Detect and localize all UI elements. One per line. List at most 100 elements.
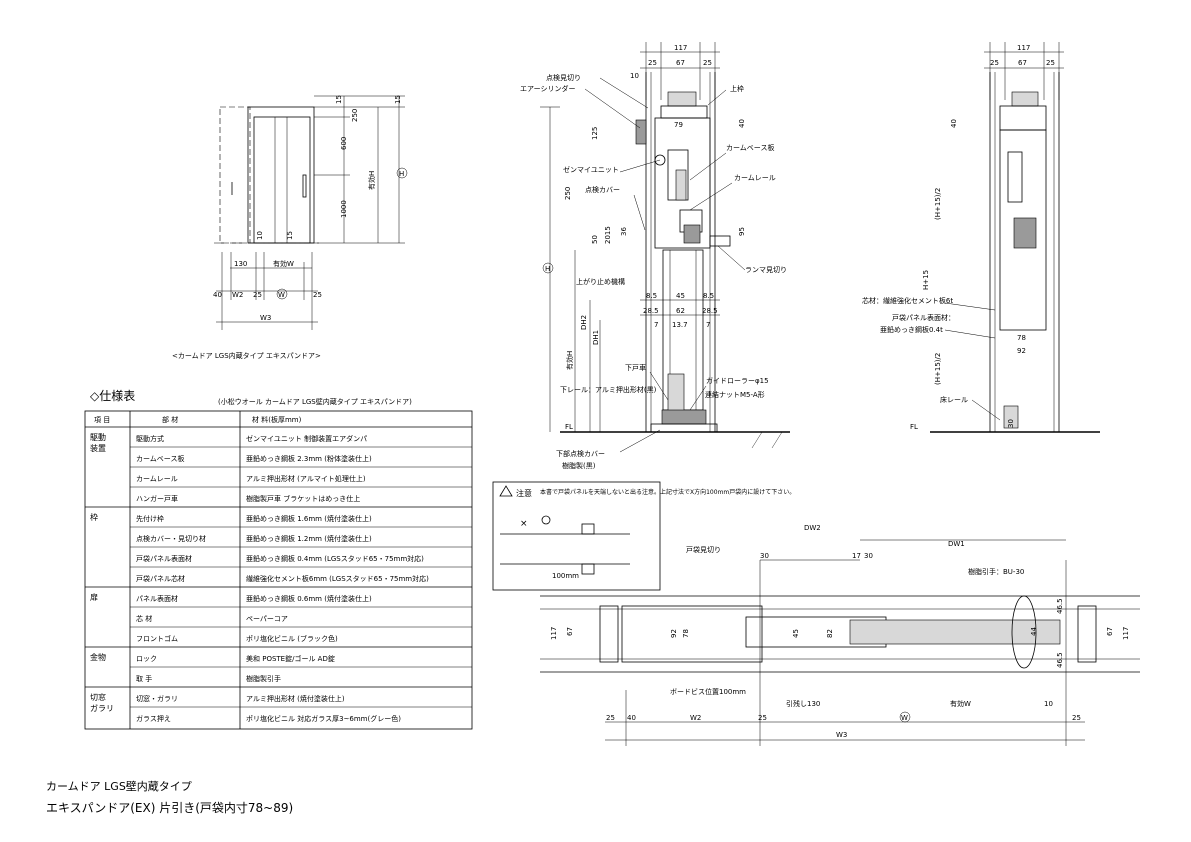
- plan-dim-78: 78: [682, 629, 690, 638]
- sec-dim-45: 45: [676, 292, 685, 300]
- sec-dim-7b: 7: [706, 321, 710, 329]
- spec-material: 美和 POSTE錠/ゴール AD錠: [246, 654, 335, 663]
- plan-handle: 樹脂引手：BU-30: [968, 567, 1024, 576]
- side-dim-78: 78: [1017, 334, 1026, 342]
- plan-dim-25b: 25: [758, 714, 767, 722]
- sec-label-lower-rail: 下レール：アルミ押出形材(黒): [560, 385, 657, 394]
- elev-dim-25b: 25: [313, 291, 322, 299]
- sec-dim-250: 250: [564, 187, 572, 200]
- plan-eff: 有効W: [950, 699, 971, 708]
- side-dim-117: 117: [1017, 44, 1030, 52]
- plan-board-pos: ボードビス位置100mm: [670, 687, 746, 696]
- spec-material: ゼンマイユニット 制御装置エアダンパ: [246, 434, 367, 443]
- plan-DW1: DW1: [948, 540, 965, 548]
- spec-part: ロック: [136, 655, 157, 663]
- side-dim-30: 30: [1007, 419, 1015, 428]
- sec-dim-67: 67: [676, 59, 685, 67]
- plan-dim-17: 17: [852, 552, 861, 560]
- sec-dim-50: 50: [591, 235, 599, 244]
- spec-material: 亜鉛めっき鋼板 2.3mm (粉体塗装仕上): [246, 454, 372, 463]
- spec-part: 点検カバー・見切り材: [136, 534, 206, 543]
- sec-FL: FL: [565, 423, 573, 431]
- spec-part: 取 手: [136, 674, 152, 683]
- sec-H: H: [545, 265, 550, 273]
- svg-text:×: ×: [520, 519, 528, 529]
- spec-material: 樹脂製戸車 ブラケットはめっき仕上: [246, 494, 360, 503]
- spec-part: 切窓・ガラリ: [136, 694, 178, 703]
- side-dim-25b: 25: [1046, 59, 1055, 67]
- spec-material: アルミ押出形材 (アルマイト処理仕上): [246, 474, 366, 483]
- plan-dim-44: 44: [1030, 627, 1038, 636]
- spec-group-label: 切窓: [90, 692, 106, 702]
- sec-label-ranma: ランマ見切り: [745, 266, 787, 274]
- plan-dim-465a: 46.5: [1056, 598, 1064, 614]
- plan-dim-25c: 25: [1072, 714, 1081, 722]
- spec-material: ポリ塩化ビニル (ブラック色): [246, 634, 338, 643]
- elev-dim-H: H: [399, 170, 404, 178]
- spec-group-label: 装置: [90, 443, 106, 453]
- side-section: 117 25 67 25 FL 40 (H+15)/2 H+15 (H+15)/…: [862, 42, 1100, 433]
- side-label-core: 芯材：繊維強化セメント板6t: [862, 296, 953, 305]
- spec-header-material: 材 料(板厚mm): [252, 415, 302, 424]
- sec-dim-7a: 7: [654, 321, 658, 329]
- note-badge: 注意: [516, 488, 532, 498]
- plan-dim-45: 45: [792, 629, 800, 638]
- side-label-hh1: (H+15)/2: [934, 188, 942, 220]
- sec-label-lower-cover: 下部点検カバー: [556, 449, 605, 458]
- spec-material: ペーパーコア: [246, 615, 288, 623]
- elev-dim-250: 250: [351, 109, 359, 122]
- sec-label-anchor: 連結ナットM5-A形: [705, 390, 765, 399]
- spec-part: 先付け枠: [136, 514, 164, 523]
- caution-note: 注意 本書で戸袋パネルを天端しないと出る注意。上記寸法でX方向100mm戸袋内に…: [492, 481, 795, 591]
- sec-label-guide-roller: ガイドローラーφ15: [706, 376, 769, 385]
- spec-material: 亜鉛めっき鋼板 0.6mm (焼付塗装仕上): [246, 594, 372, 603]
- vertical-section: 117 25 67 25 10 FL H 有効H DH2: [520, 42, 790, 470]
- plan-dim-3030: 30: [864, 552, 873, 560]
- plan-W3: W3: [836, 731, 847, 739]
- spec-group-label: 駆動: [90, 433, 106, 442]
- sec-dim-2015: 2015: [604, 226, 612, 244]
- plan-W2: W2: [690, 714, 701, 722]
- side-label-hh2: H+15: [922, 270, 930, 290]
- plan-dim-92: 92: [670, 629, 678, 638]
- sec-dim-285a: 28.5: [643, 307, 659, 315]
- side-dim-67: 67: [1018, 59, 1027, 67]
- sec-DH1: DH1: [592, 330, 600, 345]
- sec-dim-40: 40: [738, 119, 746, 128]
- plan-W: W: [901, 714, 908, 722]
- sec-label-resin: 樹脂製(黒): [562, 461, 596, 470]
- plan-tobukuro-cut: 戸袋見切り: [686, 545, 721, 554]
- spec-part: カームベース板: [136, 454, 184, 463]
- sec-label-air-cyl: エアーシリンダー: [520, 84, 575, 93]
- spec-part: 芯 材: [136, 614, 152, 623]
- plan-dim-40: 40: [627, 714, 636, 722]
- sec-dim-85a: 8.5: [646, 292, 657, 300]
- elev-dim-25a: 25: [253, 291, 262, 299]
- spec-part: フロントゴム: [136, 634, 178, 643]
- spec-header-item: 項 目: [94, 416, 110, 424]
- spec-group-label: 枠: [90, 512, 98, 522]
- elev-dim-130: 130: [234, 260, 247, 268]
- elev-dim-10: 10: [256, 231, 264, 240]
- side-FL: FL: [910, 423, 918, 431]
- sec-DH2: DH2: [580, 315, 588, 330]
- sec-label-cam-base: カームベース板: [726, 143, 774, 152]
- sec-dim-36: 36: [620, 227, 628, 236]
- spec-material: アルミ押出形材 (焼付塗装仕上): [246, 694, 345, 703]
- note-dim: 100mm: [552, 572, 579, 580]
- spec-table: ◇仕様表 (小松ウオール カームドア LGS壁内蔵タイプ エキスパンドア) 項 …: [84, 389, 473, 730]
- sec-label-bottom-rail: 下戸車: [625, 363, 646, 372]
- sec-dim-125: 125: [591, 127, 599, 140]
- plan-dim-117a: 117: [550, 627, 558, 640]
- spec-material: 亜鉛めっき鋼板 1.2mm (焼付塗装仕上): [246, 534, 372, 543]
- spec-group-label: 金物: [90, 652, 106, 662]
- sec-dim-62: 62: [676, 307, 685, 315]
- sec-dim-95: 95: [738, 227, 746, 236]
- spec-title: ◇仕様表: [90, 389, 135, 403]
- spec-part: パネル表面材: [136, 594, 178, 603]
- spec-part: 戸袋パネル表面材: [136, 554, 192, 563]
- note-text: 本書で戸袋パネルを天端しないと出る注意。上記寸法でX方向100mm戸袋内に設けて…: [540, 488, 795, 496]
- elev-dim-eff: 有効W: [273, 259, 294, 268]
- spec-part: 駆動方式: [136, 434, 164, 443]
